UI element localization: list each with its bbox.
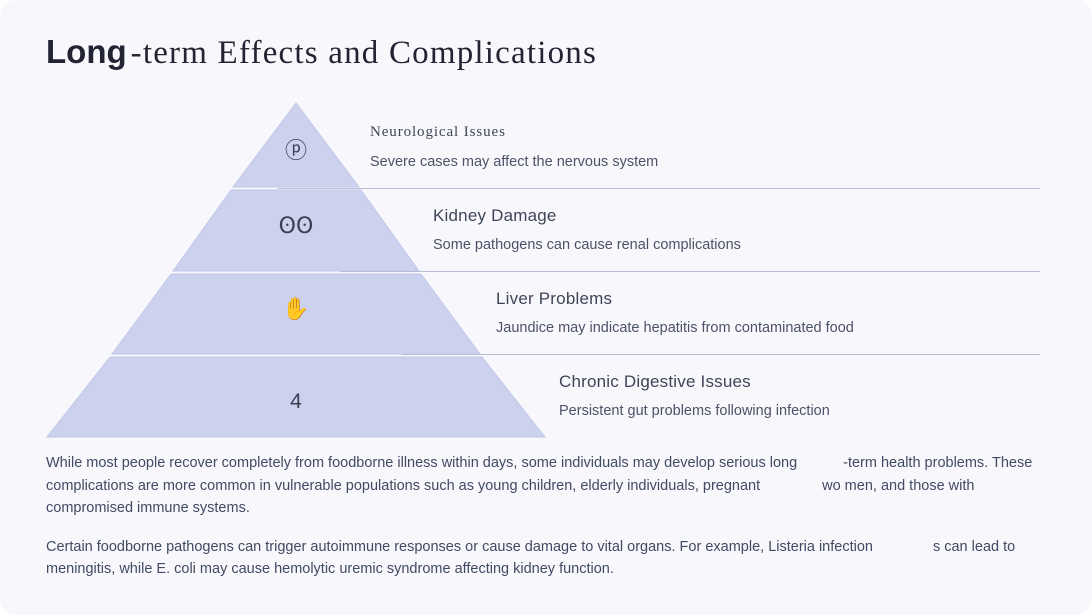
pyramid-item-2[interactable]: Kidney Damage Some pathogens can cause r… [433, 206, 741, 253]
page-title: Long-term Effects and Complications [46, 32, 597, 73]
pyramid-item-2-description: Some pathogens can cause renal complicat… [433, 237, 741, 253]
pyramid-item-3-description: Jaundice may indicate hepatitis from con… [496, 320, 854, 336]
pyramid-item-1-title: Neurological Issues [370, 124, 506, 140]
pyramid-item-1[interactable]: Neurological Issues Severe cases may aff… [370, 124, 658, 170]
paragraph-1-seg-f: and those with compromised immune system… [46, 477, 975, 517]
page-title-part-sans: Long [46, 33, 127, 70]
pyramid-item-3-title: Liver Problems [496, 289, 613, 308]
brain-icon: ⓟ [284, 139, 307, 164]
paragraph-2: Certain foodborne pathogens can trigger … [46, 536, 1046, 581]
pyramid-item-1-description: Severe cases may affect the nervous syst… [370, 154, 659, 170]
body-copy: While most people recover completely fro… [46, 452, 1046, 581]
pyramid-item-4-title: Chronic Digestive Issues [559, 372, 751, 391]
connector-line-2 [340, 271, 1040, 272]
paragraph-1-seg-d: wo [822, 477, 841, 494]
kidneys-icon: ʘʘ [278, 214, 314, 239]
paragraph-1-seg-c: problems. These complications are more c… [46, 455, 1033, 494]
paragraph-2-seg-b: s can [932, 538, 968, 555]
connector-line-1 [278, 188, 1040, 189]
paragraph-2-seg-a: Certain foodborne pathogens can trigger … [46, 538, 873, 555]
number-four-label: 4 [290, 390, 302, 413]
pyramid-item-4-description: Persistent gut problems following infect… [559, 403, 830, 419]
pyramid-item-2-title: Kidney Damage [433, 206, 557, 225]
pyramid-item-4[interactable]: Chronic Digestive Issues Persistent gut … [559, 372, 830, 419]
paragraph-1-seg-e: men, [844, 477, 877, 494]
connector-line-3 [402, 354, 1040, 355]
pyramid-item-3[interactable]: Liver Problems Jaundice may indicate hep… [496, 289, 854, 336]
paragraph-1: While most people recover completely fro… [46, 452, 1046, 520]
liver-icon: ✋ [282, 297, 310, 322]
paragraph-2-seg-c: lead to meningitis, while E. coli may ca… [46, 538, 1016, 578]
paragraph-1-seg-b: -term health [843, 455, 921, 471]
paragraph-1-seg-a: While most people recover completely fro… [46, 455, 798, 471]
page-title-part-serif: -term Effects and Complications [130, 35, 598, 71]
